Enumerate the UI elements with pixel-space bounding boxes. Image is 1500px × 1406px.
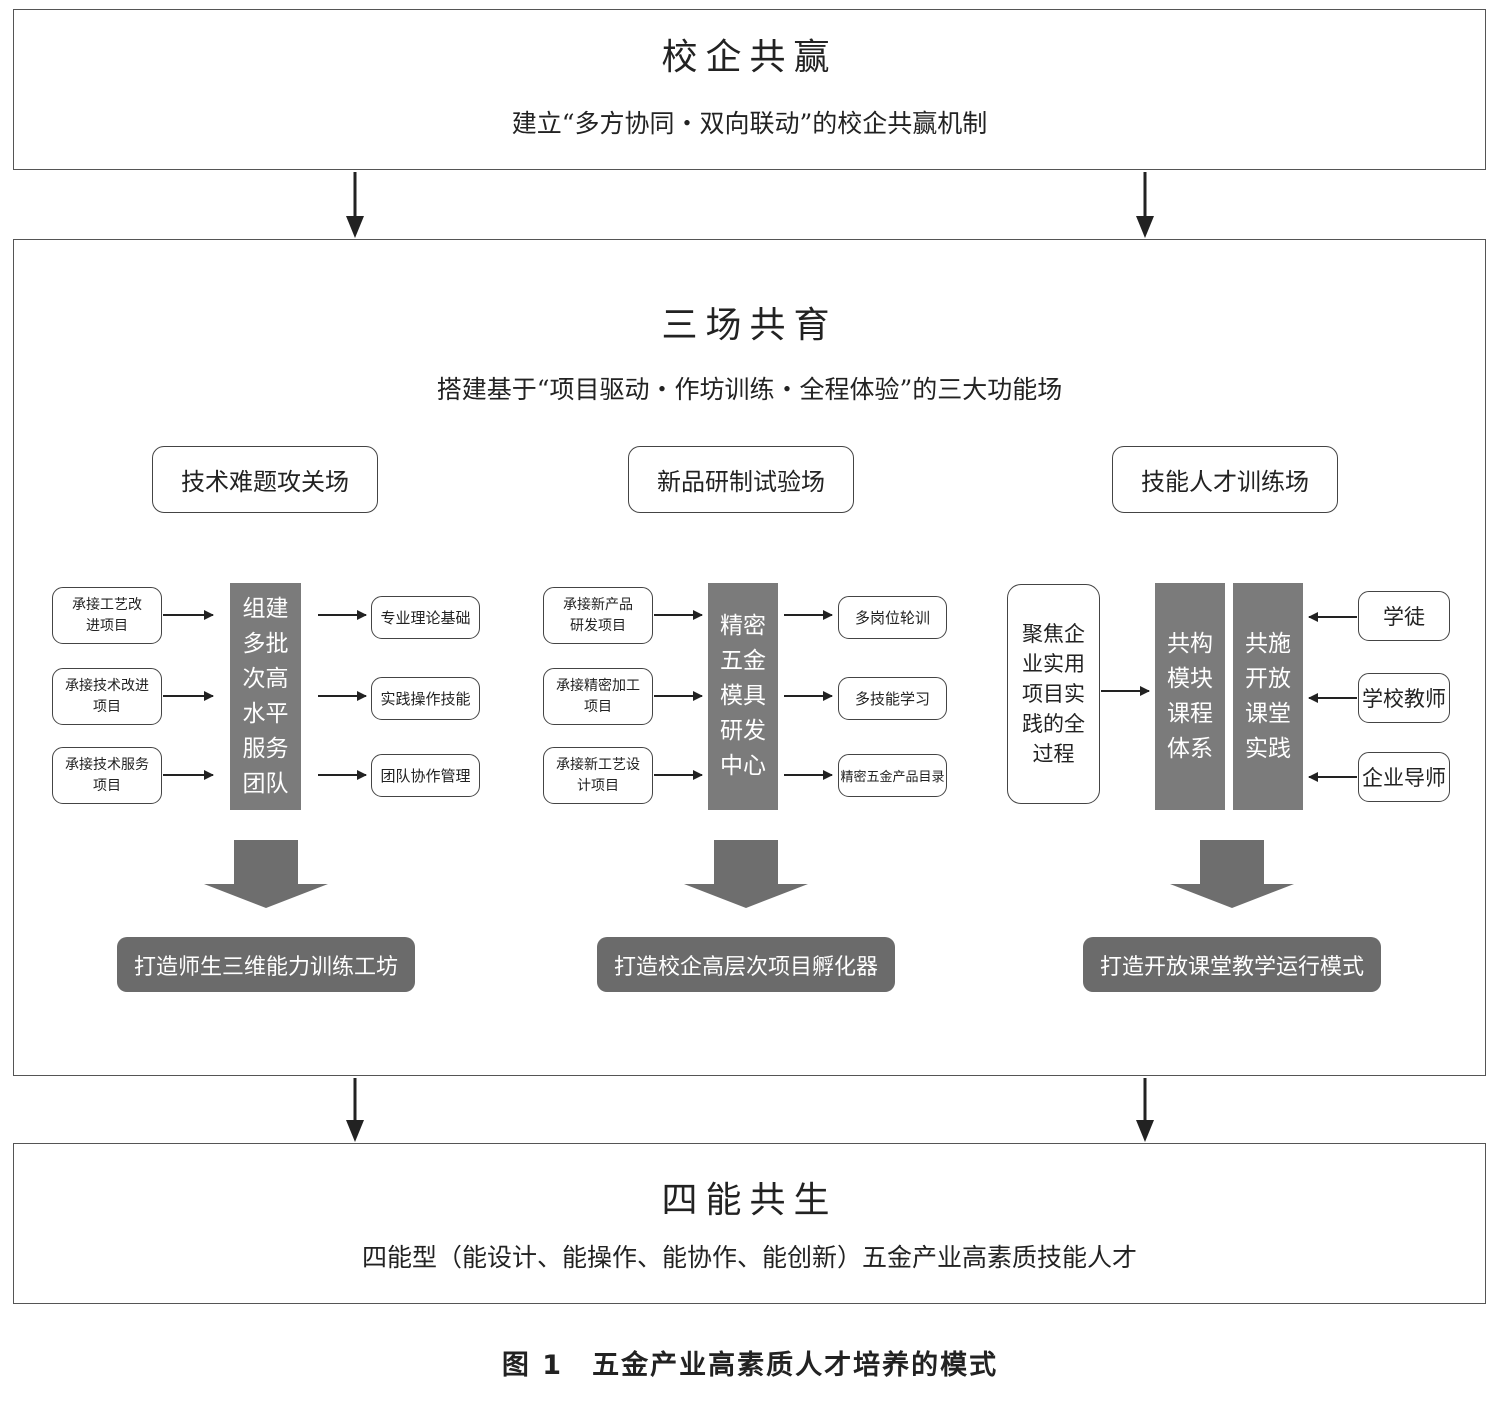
field3-left-box: 聚焦企 业实用 项目实 践的全 过程	[1007, 584, 1100, 804]
arrow-top-right-head	[1136, 216, 1154, 238]
field2-input-3: 承接新工艺设 计项目	[543, 747, 653, 804]
field1-center-text: 组建多批次高水平服务团队	[242, 595, 289, 797]
field2-output-3: 精密五金产品目录	[838, 754, 947, 797]
field3-arrows	[1101, 612, 1357, 782]
bottom-section: 四能共生 四能型（能设计、能操作、能协作、能创新）五金产业高素质技能人才	[13, 1143, 1486, 1304]
top-subtitle: 建立“多方协同・双向联动”的校企共赢机制	[511, 109, 988, 138]
field1-block-arrow	[204, 840, 328, 908]
arrow-top-left-head	[346, 216, 364, 238]
middle-subtitle: 搭建基于“项目驱动・作坊训练・全程体验”的三大功能场	[436, 375, 1063, 404]
arrow-mid-left-head	[346, 1120, 364, 1142]
field1-input-3: 承接技术服务 项目	[52, 747, 162, 804]
field1-center-pillar: 组建多批次高水平服务团队	[230, 583, 301, 810]
top-title: 校企共赢	[661, 37, 838, 78]
field1-result: 打造师生三维能力训练工坊	[117, 937, 415, 992]
field2-output-1: 多岗位轮训	[838, 596, 947, 639]
field2-center-text: 精密五金模具研发中心	[720, 613, 766, 779]
middle-title: 三场共育	[661, 305, 838, 346]
field3-role-3: 企业导师	[1358, 752, 1450, 802]
arrow-mid-right-head	[1136, 1120, 1154, 1142]
field-header-3: 技能人才训练场	[1112, 446, 1338, 513]
field3-role-2: 学校教师	[1358, 673, 1450, 723]
field3-role-1: 学徒	[1358, 591, 1450, 641]
bottom-title: 四能共生	[661, 1180, 838, 1221]
figure-caption: 图 1 五金产业高素质人才培养的模式	[501, 1349, 999, 1381]
field1-input-1: 承接工艺改 进项目	[52, 587, 162, 644]
field2-center-pillar: 精密五金模具研发中心	[708, 583, 778, 810]
field3-block-arrow	[1170, 840, 1294, 908]
section-arrows	[353, 172, 1147, 1126]
field1-arrows	[163, 610, 367, 780]
bottom-subtitle: 四能型（能设计、能操作、能协作、能创新）五金产业高素质技能人才	[361, 1243, 1137, 1272]
field2-block-arrow	[684, 840, 808, 908]
field1-output-2: 实践操作技能	[371, 677, 480, 720]
field1-input-2: 承接技术改进 项目	[52, 668, 162, 725]
block-arrows	[204, 840, 1294, 908]
field3-pillar-a: 共构 模块 课程 体系	[1155, 583, 1225, 810]
field2-arrows	[654, 610, 833, 780]
field2-input-1: 承接新产品 研发项目	[543, 587, 653, 644]
field1-output-1: 专业理论基础	[371, 596, 480, 639]
field3-pillar-b: 共施 开放 课堂 实践	[1233, 583, 1303, 810]
top-section: 校企共赢 建立“多方协同・双向联动”的校企共赢机制	[13, 9, 1486, 170]
field2-output-2: 多技能学习	[838, 677, 947, 720]
field3-result: 打造开放课堂教学运行模式	[1083, 937, 1381, 992]
field-header-1: 技术难题攻关场	[152, 446, 378, 513]
section-arrow-heads	[346, 216, 1154, 1142]
field2-result: 打造校企高层次项目孵化器	[597, 937, 895, 992]
field-header-2: 新品研制试验场	[628, 446, 854, 513]
field2-input-2: 承接精密加工 项目	[543, 668, 653, 725]
field1-output-3: 团队协作管理	[371, 754, 480, 797]
